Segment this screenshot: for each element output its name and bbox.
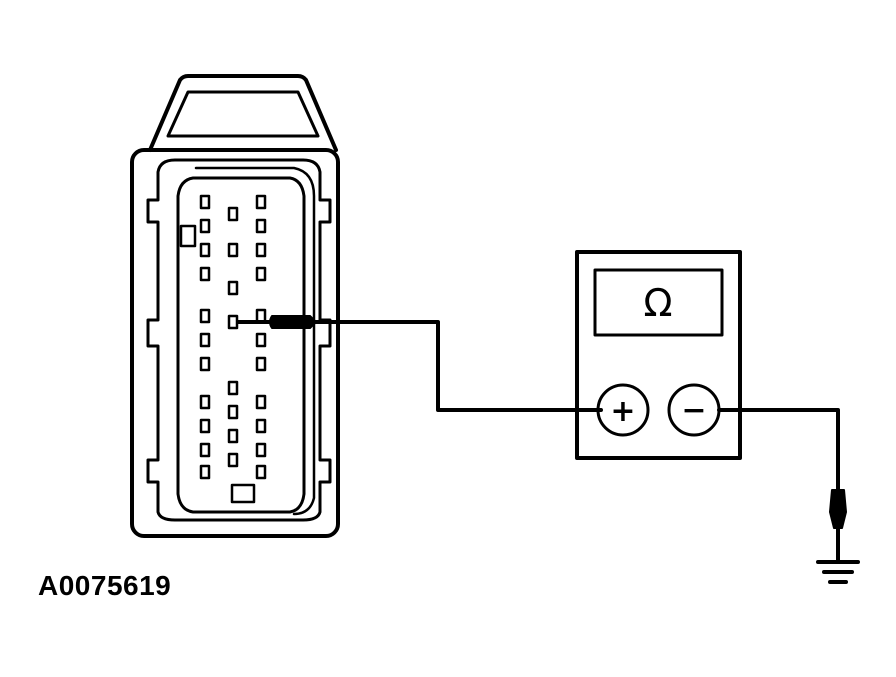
connector-pin-cavity: [199, 418, 211, 434]
connector-pin-cavity: [199, 356, 211, 372]
connector-pin-cavity: [255, 464, 267, 480]
meter-body: [575, 250, 742, 460]
connector-pin-cavity: [255, 442, 267, 458]
connector-pin-cavity: [255, 418, 267, 434]
connector-pin-cavity: [255, 194, 267, 210]
connector-pin-cavity: [255, 266, 267, 282]
connector-pin-cavity: [199, 218, 211, 234]
connector-pins: [199, 194, 267, 480]
positive-terminal-label: +: [610, 394, 635, 429]
connector-pin-cavity: [227, 428, 239, 444]
connector-pin-cavity: [227, 452, 239, 468]
connector-latch-window: [166, 90, 320, 138]
ground-clip: [829, 489, 847, 529]
connector-pin-cavity: [255, 242, 267, 258]
test-lead-negative: [717, 408, 840, 492]
connector-pin-cavity: [199, 242, 211, 258]
connector-pin-cavity: [199, 266, 211, 282]
electrical-connector: [130, 74, 340, 538]
connector-pin-cavity: [199, 194, 211, 210]
connector-key-bottom: [230, 483, 256, 504]
connector-pin-cavity: [227, 404, 239, 420]
meter-display-symbol: Ω: [643, 281, 672, 325]
connector-pin-cavity: [199, 308, 211, 324]
connector-pin-cavity: [199, 394, 211, 410]
connector-pin-cavity: [255, 332, 267, 348]
ohmmeter: [575, 250, 742, 460]
connector-pin-cavity: [199, 464, 211, 480]
connector-pin-cavity: [227, 242, 239, 258]
connector-latch: [148, 74, 338, 152]
ground-symbol: [816, 560, 860, 584]
meter-terminal-positive: [596, 383, 650, 437]
connector-pin-cavity: [227, 314, 239, 330]
connector-key-left: [179, 224, 197, 248]
figure-reference-id: A0075619: [38, 570, 172, 601]
connector-pin-cavity: [227, 206, 239, 222]
connector-pin-cavity: [227, 280, 239, 296]
connector-pin-face: [176, 176, 306, 514]
connector-pin-cavity: [255, 218, 267, 234]
connector-housing: [130, 148, 340, 538]
connector-pin-cavity: [255, 356, 267, 372]
negative-terminal-label: −: [681, 393, 706, 428]
meter-display: [593, 268, 724, 337]
connector-inner-shell: [146, 158, 332, 522]
test-lead-positive: [236, 320, 603, 412]
connector-pin-cavity: [227, 380, 239, 396]
connector-face-outline: [194, 166, 316, 516]
probe-tip: [269, 315, 317, 329]
connector-pin-cavity: [199, 442, 211, 458]
connector-pin-cavity: [255, 394, 267, 410]
connector-pin-cavity: [199, 332, 211, 348]
